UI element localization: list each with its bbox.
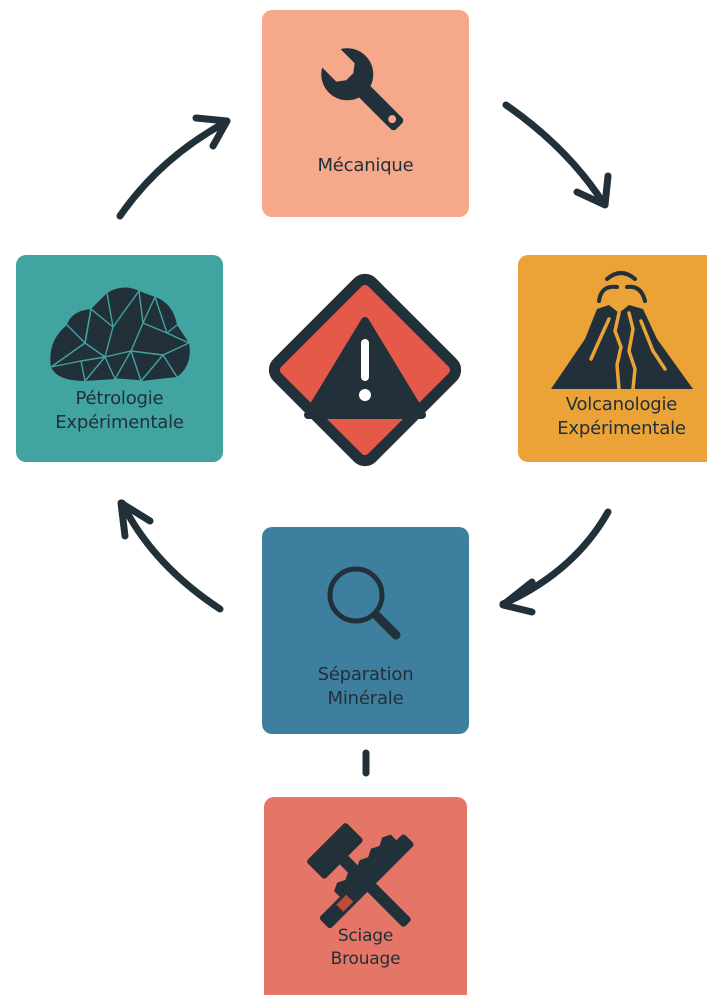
rock-icon [49,287,190,382]
node-mecanique: Mécanique [262,10,469,217]
arrow-petrologie-to-mecanique [116,114,231,220]
arrow-volcanologie-to-separation [499,508,612,616]
node-label: Volcanologie Expérimentale [557,394,686,439]
node-label: Séparation Minérale [317,664,414,709]
node-sciage: Sciage Brouage [264,797,467,995]
arrow-mecanique-to-volcanologie [502,101,612,209]
warning-icon [268,273,462,467]
node-separation: Séparation Minérale [262,527,469,734]
node-label: Pétrologie Expérimentale [55,388,184,433]
volcano-icon [550,271,693,391]
node-petrologie: Pétrologie Expérimentale [16,255,223,462]
arrow-separation-to-petrologie [117,499,224,613]
wrench-icon [320,48,403,131]
node-volcanologie: Volcanologie Expérimentale [518,255,707,462]
magnifier-icon [327,566,400,640]
node-label: Sciage Brouage [330,926,401,969]
hammer-saw-icon [306,823,414,929]
node-label: Mécanique [317,155,414,176]
